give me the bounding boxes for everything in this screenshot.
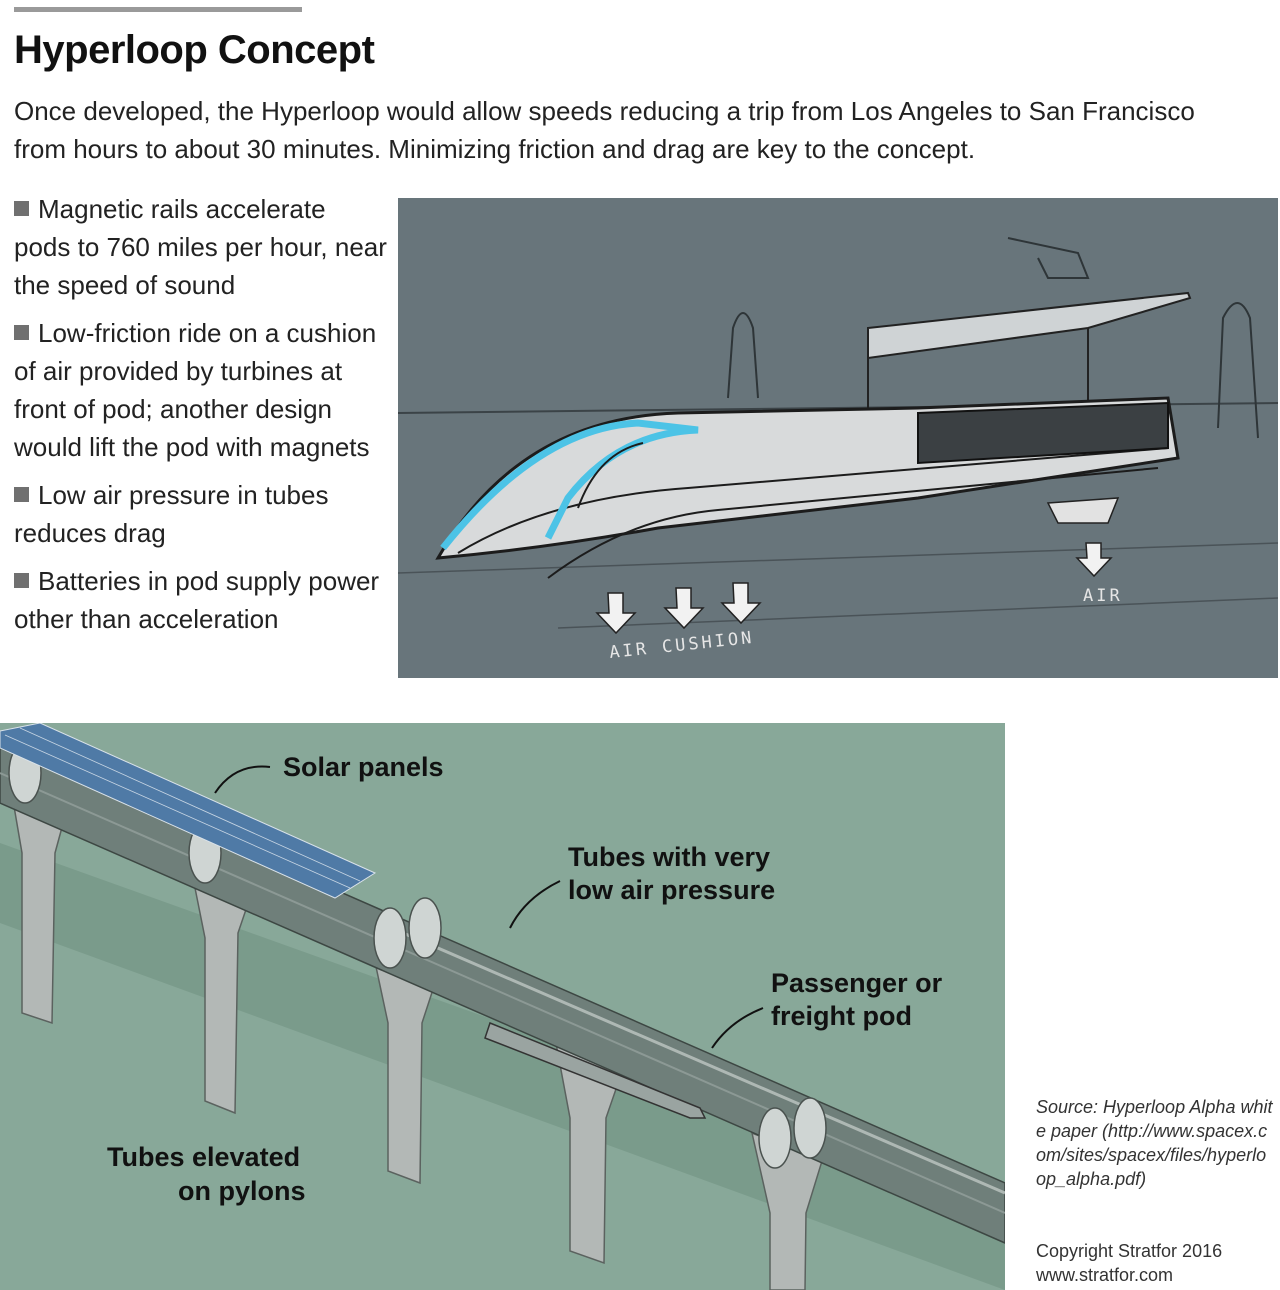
source-note: Source: Hyperloop Alpha white paper (htt… xyxy=(1036,1097,1273,1189)
website-line: www.stratfor.com xyxy=(1036,1265,1174,1285)
pod-concept-sketch: AIR CUSHION AIR xyxy=(398,198,1278,678)
page-title: Hyperloop Concept xyxy=(14,28,375,72)
square-bullet-icon xyxy=(14,201,29,216)
copyright-note: Copyright Stratfor 2016 www.stratfor.com xyxy=(1036,1239,1276,1287)
bullet-text: Low-friction ride on a cushion of air pr… xyxy=(14,318,377,462)
bullet-item: Magnetic rails accelerate pods to 760 mi… xyxy=(14,190,389,304)
pylons-label-line1: Tubes elevated xyxy=(107,1142,301,1172)
square-bullet-icon xyxy=(14,573,29,588)
tubes-label-line2: low air pressure xyxy=(568,875,776,905)
tube-pylon-diagram: Solar panels Tubes with very low air pre… xyxy=(0,723,1005,1290)
bullet-item: Low air pressure in tubes reduces drag xyxy=(14,476,389,552)
bullet-item: Batteries in pod supply power other than… xyxy=(14,562,389,638)
intro-paragraph: Once developed, the Hyperloop would allo… xyxy=(14,96,1195,164)
pod-label-line2: freight pod xyxy=(771,1001,912,1031)
copyright-line: Copyright Stratfor 2016 xyxy=(1036,1241,1223,1261)
square-bullet-icon xyxy=(14,325,29,340)
air-label: AIR xyxy=(1083,586,1123,606)
bullet-list: Magnetic rails accelerate pods to 760 mi… xyxy=(14,190,389,648)
pod-label-line1: Passenger or xyxy=(771,968,943,998)
bullet-text: Batteries in pod supply power other than… xyxy=(14,566,380,634)
top-rule xyxy=(14,7,302,12)
bullet-text: Low air pressure in tubes reduces drag xyxy=(14,480,329,548)
pylons-label-line2: on pylons xyxy=(178,1176,306,1206)
tubes-label-line1: Tubes with very xyxy=(568,842,771,872)
bullet-text: Magnetic rails accelerate pods to 760 mi… xyxy=(14,194,387,300)
square-bullet-icon xyxy=(14,487,29,502)
bullet-item: Low-friction ride on a cushion of air pr… xyxy=(14,314,389,466)
nose-accent xyxy=(440,419,699,551)
solar-panels-label: Solar panels xyxy=(283,752,444,782)
